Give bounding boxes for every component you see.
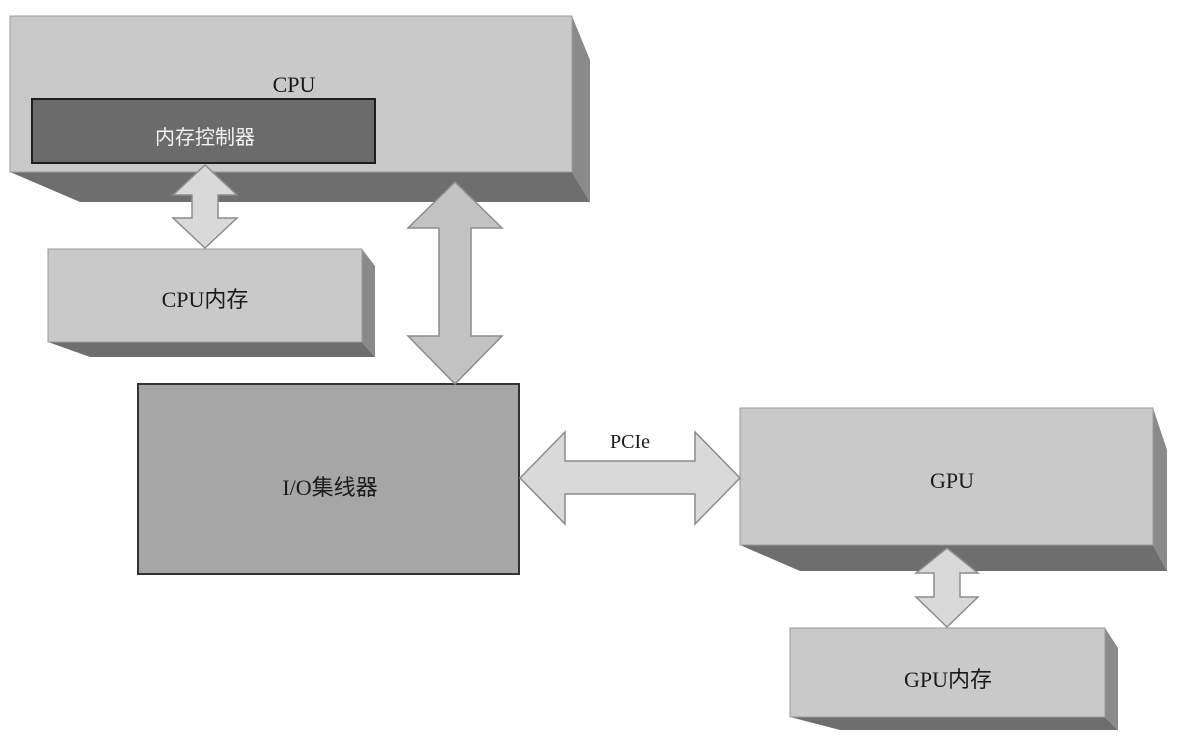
gpu-memory-side-face	[1105, 628, 1118, 730]
io-hub-rect	[137, 383, 520, 575]
memory-controller-rect	[31, 98, 376, 164]
arrow-cpu-iohub	[406, 180, 504, 386]
cpu-memory-label: CPU内存	[162, 287, 249, 312]
cpu-box-bottom-face	[10, 172, 590, 202]
arrow-memctrl-cpumem	[171, 163, 239, 250]
gpu-box-front-face	[739, 407, 1154, 546]
cpu-memory-box: CPU内存	[47, 248, 375, 357]
memory-controller-box: 内存控制器	[31, 98, 376, 164]
cpu-memory-bottom-face	[48, 342, 375, 357]
memory-controller-label: 内存控制器	[155, 125, 255, 149]
gpu-memory-box: GPU内存	[789, 627, 1118, 730]
cpu-memory-front-face	[47, 248, 363, 343]
cpu-box-side-face	[572, 16, 590, 202]
gpu-memory-front-face	[789, 627, 1106, 718]
cpu-memory-side-face	[362, 249, 375, 357]
pcie-label: PCIe	[610, 431, 650, 453]
gpu-box: GPU	[739, 407, 1167, 571]
cpu-label: CPU	[273, 72, 316, 97]
gpu-memory-bottom-face	[790, 717, 1118, 730]
io-hub-box: I/O集线器	[137, 383, 520, 575]
gpu-label: GPU	[930, 468, 974, 493]
io-hub-label: I/O集线器	[282, 475, 377, 500]
arrow-iohub-gpu	[518, 430, 742, 526]
gpu-memory-label: GPU内存	[904, 667, 992, 692]
arrow-gpu-gpumem	[913, 547, 981, 629]
gpu-box-side-face	[1153, 408, 1167, 571]
